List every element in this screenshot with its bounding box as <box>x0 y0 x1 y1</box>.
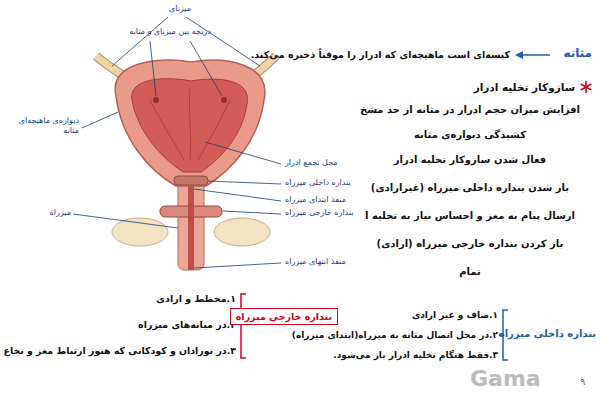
mucosa-fold <box>150 88 230 160</box>
part-label: دیواره‌ی ماهیچه‌ای مثانه <box>5 116 79 135</box>
asterisk-stroke <box>581 84 591 90</box>
list-heading: بنداره داخلی میزراه <box>499 328 596 340</box>
bladder-cavity <box>132 79 248 172</box>
leader-line <box>190 41 222 96</box>
list-item: ۱.مخطط و ارادی <box>156 293 236 304</box>
list-item: ۳.در نوزادان و کودکانی که هنوز ارتباط مغ… <box>3 345 236 356</box>
external-sphincter <box>160 206 222 217</box>
part-label: بنداره خارجی میزراه <box>285 208 353 218</box>
step-text: فعال شدن سازوکار تخلیه ادرار <box>394 154 546 166</box>
asterisk-symbol <box>581 81 591 93</box>
list-item: ۲.در میانه‌های میزراه <box>138 319 236 330</box>
urethra-channel <box>188 206 194 217</box>
leader-lines <box>73 17 281 268</box>
term-box: بنداره خارجی میزراه <box>230 308 338 325</box>
leader-line <box>208 181 281 184</box>
leader-line <box>194 263 281 268</box>
term-heading: مثانه <box>563 46 592 60</box>
asterisk-stroke <box>581 84 591 90</box>
part-label: بنداره داخلی میزراه <box>285 178 351 188</box>
pointer-arrow <box>521 54 550 56</box>
leader-line <box>194 189 281 201</box>
part-label: دریچه بین میزنای و مثانه <box>129 27 211 37</box>
bladder-wall <box>115 60 265 186</box>
list-item: ۲.در محل اتصال مثانه به میزراه(ابتدای می… <box>292 330 498 341</box>
list-bracket <box>241 294 246 358</box>
part-label: محل تجمع ادرار <box>285 158 338 168</box>
leader-line <box>223 211 281 214</box>
leader-line <box>150 41 156 96</box>
step-text: باز شدن بنداره داخلی میزراه (غیرارادی) <box>371 182 569 194</box>
leader-line <box>112 17 168 66</box>
step-text: افزایش میزان حجم ادرار در مثانه از حد مش… <box>360 104 580 116</box>
step-text: ارسال پیام به مغز و احساس نیاز به تخلیه … <box>365 210 575 222</box>
leader-line <box>205 142 281 164</box>
page-number: ۹ <box>580 376 585 388</box>
pointer-arrowhead <box>515 51 523 59</box>
part-label: میزنای <box>169 4 191 14</box>
definition-text: کیسه‌ای است ماهیچه‌ای که ادرار را موقتاً… <box>251 49 510 60</box>
internal-sphincter <box>174 176 208 185</box>
step-text: کشیدگی دیواره‌ی مثانه <box>414 129 526 141</box>
section-heading: سازوکار تخلیه ادرار <box>474 81 575 94</box>
watermark: Gama <box>470 366 541 392</box>
step-text: تمام <box>459 266 481 278</box>
urethra-channel <box>188 176 194 270</box>
leader-line <box>73 214 178 228</box>
leader-line <box>186 17 260 66</box>
part-label: منفذ انتهای میزراه <box>285 257 346 267</box>
ureter-valve <box>221 97 227 103</box>
part-label: میزراه <box>50 208 71 218</box>
part-label: منفذ ابتدای میزراه <box>285 195 346 205</box>
leader-line <box>82 112 118 128</box>
pelvic-bone <box>112 218 168 246</box>
step-text: باز کردن بنداره خارجی میزراه (ارادی) <box>377 238 564 250</box>
pelvic-bone <box>214 218 270 246</box>
term-text: بنداره خارجی میزراه <box>236 311 332 322</box>
list-item: ۱.صاف و غیر ارادی <box>412 310 498 321</box>
ureter-valve <box>153 97 159 103</box>
list-item: ۳.فقط هنگام تخلیه ادرار باز می‌شود. <box>333 350 498 361</box>
